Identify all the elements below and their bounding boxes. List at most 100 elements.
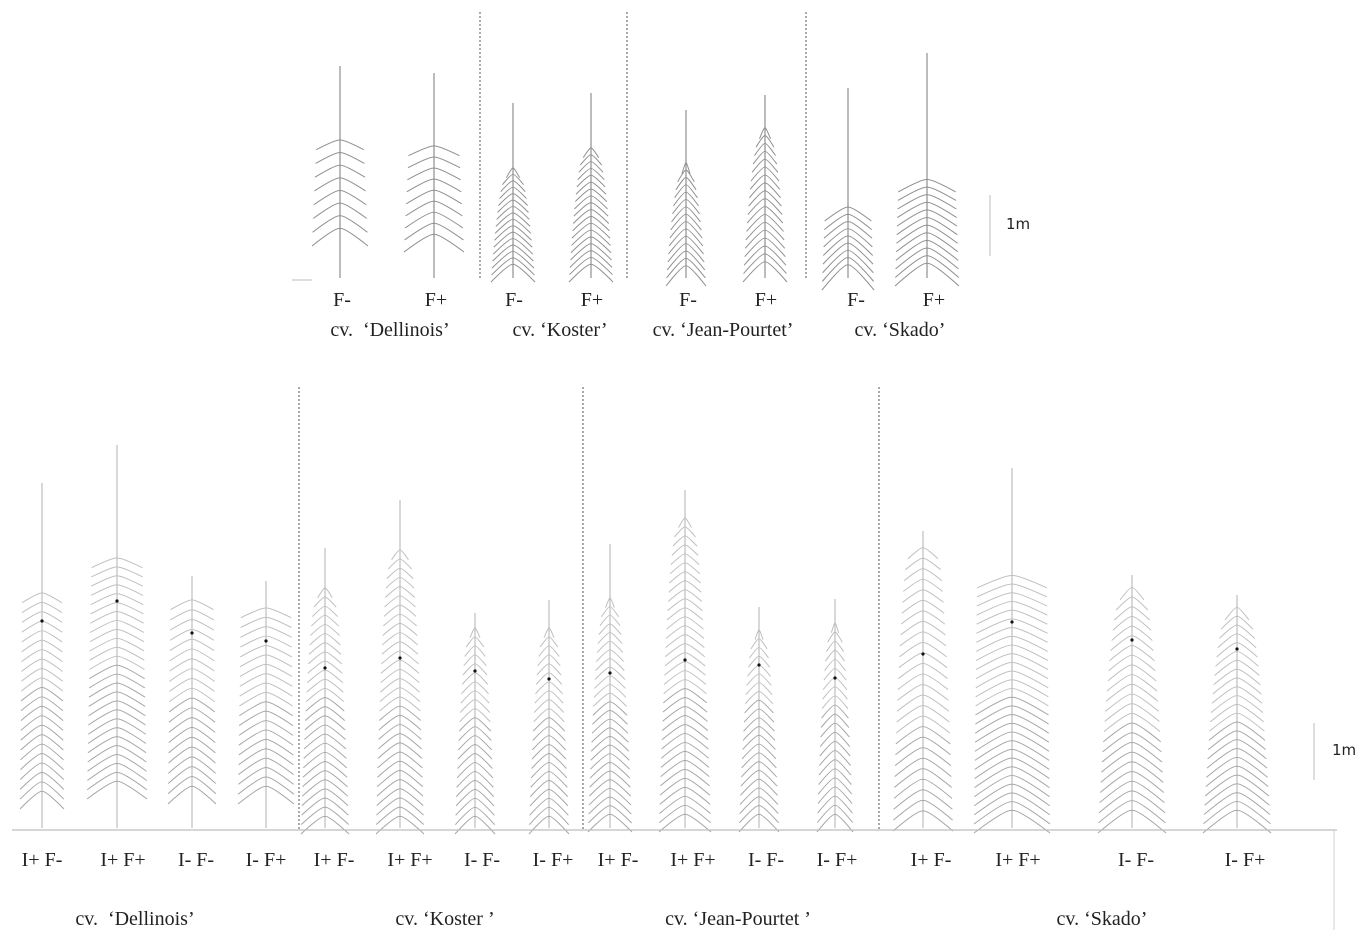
branch-arc bbox=[300, 806, 350, 825]
branch-arc bbox=[894, 262, 960, 287]
branch-arc bbox=[738, 813, 780, 833]
branch-arc bbox=[668, 228, 704, 247]
branch-arc bbox=[312, 605, 338, 617]
branch-arc bbox=[819, 731, 851, 747]
branch-arc bbox=[816, 813, 854, 833]
branch-arc bbox=[317, 587, 333, 598]
branch-arc bbox=[300, 815, 350, 835]
branch-arc bbox=[588, 779, 632, 797]
marker-dot bbox=[608, 671, 612, 675]
branch-arc bbox=[658, 813, 712, 833]
branch-arc bbox=[663, 670, 707, 685]
branch-arc bbox=[1209, 712, 1265, 732]
branch-arc bbox=[497, 199, 529, 213]
branch-arc bbox=[528, 806, 570, 825]
branch-arc bbox=[458, 717, 492, 732]
bottom-treatment-jeanpourtet-3: I- F- bbox=[748, 849, 784, 871]
branch-arc bbox=[168, 707, 216, 723]
bottom-plant-jeanpourtet-1 bbox=[587, 544, 633, 833]
branch-arc bbox=[893, 789, 953, 810]
branch-arc bbox=[168, 717, 216, 733]
branch-arc bbox=[21, 668, 63, 682]
bottom-panel: 1m I+ F- I+ F+ I- F- I- F+ I+ F- I+ F+ I… bbox=[12, 387, 1356, 930]
branch-arc bbox=[593, 684, 627, 698]
branch-arc bbox=[894, 255, 960, 278]
branch-arc bbox=[747, 655, 771, 668]
branch-arc bbox=[403, 233, 465, 253]
branch-arc bbox=[973, 801, 1051, 825]
branch-arc bbox=[379, 696, 421, 712]
branch-arc bbox=[577, 168, 605, 180]
branch-arc bbox=[457, 753, 493, 769]
bottom-cultivar-dellinois: cv. ‘Dellinois’ bbox=[75, 908, 194, 930]
branch-arc bbox=[672, 199, 700, 215]
branch-arc bbox=[746, 214, 784, 232]
branch-arc bbox=[748, 190, 782, 207]
branch-arc bbox=[896, 217, 958, 236]
branch-arc bbox=[90, 584, 144, 596]
branch-arc bbox=[976, 635, 1048, 652]
branch-arc bbox=[1105, 693, 1159, 712]
branch-arc bbox=[167, 766, 217, 784]
branch-arc bbox=[307, 651, 343, 665]
branch-arc bbox=[821, 704, 849, 719]
branch-arc bbox=[491, 257, 535, 276]
branch-arc bbox=[744, 237, 786, 258]
branch-arc bbox=[976, 575, 1048, 589]
branch-arc bbox=[1099, 780, 1165, 803]
bottom-plant-skado-4 bbox=[1202, 595, 1272, 834]
branch-arc bbox=[896, 209, 958, 227]
branch-arc bbox=[495, 212, 531, 227]
branch-arc bbox=[1216, 642, 1258, 658]
branch-arc bbox=[900, 610, 946, 625]
branch-arc bbox=[88, 709, 146, 726]
branch-arc bbox=[537, 654, 561, 667]
branch-arc bbox=[661, 733, 709, 750]
branch-arc bbox=[893, 778, 953, 799]
branch-arc bbox=[738, 805, 780, 824]
branch-arc bbox=[1202, 809, 1272, 834]
branch-arc bbox=[594, 675, 626, 689]
bottom-treatment-skado-3: I- F- bbox=[1118, 849, 1154, 871]
bottom-plant-koster-3 bbox=[454, 613, 496, 835]
branch-arc bbox=[897, 194, 957, 210]
branch-arc bbox=[750, 166, 780, 182]
branch-arc bbox=[671, 206, 701, 223]
branch-arc bbox=[169, 668, 215, 682]
branch-arc bbox=[21, 602, 63, 613]
top-plant-dellinois-f-plus bbox=[403, 73, 465, 278]
branch-arc bbox=[408, 145, 460, 157]
branch-arc bbox=[308, 642, 342, 655]
top-cultivar-jeanpourtet: cv. ‘Jean-Pourtet’ bbox=[653, 319, 794, 341]
branch-arc bbox=[668, 235, 704, 255]
top-scale-label: 1m bbox=[1006, 215, 1030, 233]
branch-arc bbox=[747, 198, 783, 215]
branch-arc bbox=[824, 206, 872, 222]
branch-arc bbox=[1111, 625, 1153, 641]
branch-arc bbox=[379, 687, 421, 702]
branch-arc bbox=[570, 243, 612, 261]
branch-arc bbox=[1207, 739, 1267, 760]
branch-arc bbox=[668, 580, 702, 593]
branch-arc bbox=[746, 206, 784, 224]
branch-arc bbox=[168, 687, 216, 703]
branch-arc bbox=[976, 627, 1048, 643]
branch-arc bbox=[20, 705, 64, 721]
branch-arc bbox=[239, 673, 293, 687]
marker-dot bbox=[40, 619, 44, 623]
branch-arc bbox=[531, 744, 567, 760]
branch-arc bbox=[1206, 748, 1268, 769]
branch-arc bbox=[825, 640, 845, 652]
branch-arc bbox=[973, 809, 1051, 834]
branch-arc bbox=[406, 178, 462, 193]
branch-arc bbox=[19, 790, 65, 810]
branch-arc bbox=[975, 644, 1049, 661]
branch-arc bbox=[663, 679, 707, 695]
branch-arc bbox=[170, 599, 214, 611]
branch-arc bbox=[975, 670, 1049, 689]
branch-arc bbox=[674, 184, 698, 199]
branch-arc bbox=[900, 620, 946, 636]
branch-arc bbox=[667, 598, 703, 612]
branch-arc bbox=[310, 624, 340, 636]
branch-arc bbox=[1115, 596, 1149, 611]
